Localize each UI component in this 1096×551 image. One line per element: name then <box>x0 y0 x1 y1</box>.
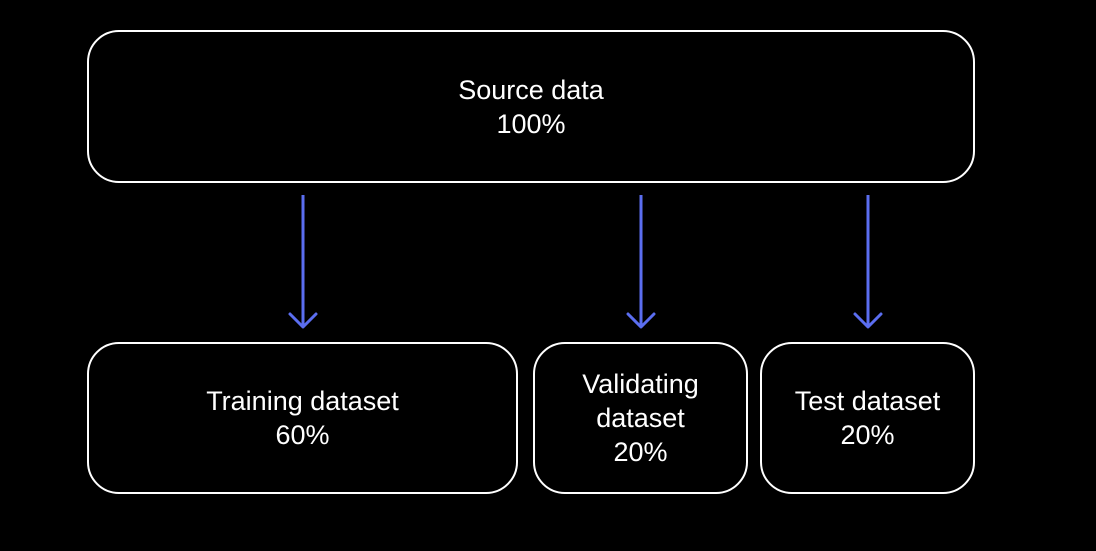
validating-dataset-box: Validating dataset 20% <box>533 342 748 494</box>
validating-dataset-label-line1: Validating <box>582 369 699 399</box>
source-data-percent: 100% <box>496 108 566 139</box>
test-dataset-box: Test dataset 20% <box>760 342 975 494</box>
test-dataset-label: Test dataset <box>794 386 941 416</box>
training-dataset-percent: 60% <box>275 420 330 450</box>
arrow-to-training <box>288 195 318 329</box>
training-dataset-label: Training dataset <box>206 386 399 416</box>
validating-dataset-label-line2: dataset <box>596 403 685 433</box>
test-dataset-percent: 20% <box>840 420 895 450</box>
source-data-label: Source data <box>458 74 604 105</box>
training-dataset-box: Training dataset 60% <box>87 342 518 494</box>
arrow-to-test <box>853 195 883 329</box>
source-data-box: Source data 100% <box>87 30 975 183</box>
validating-dataset-percent: 20% <box>613 437 668 467</box>
arrow-to-validating <box>626 195 656 329</box>
